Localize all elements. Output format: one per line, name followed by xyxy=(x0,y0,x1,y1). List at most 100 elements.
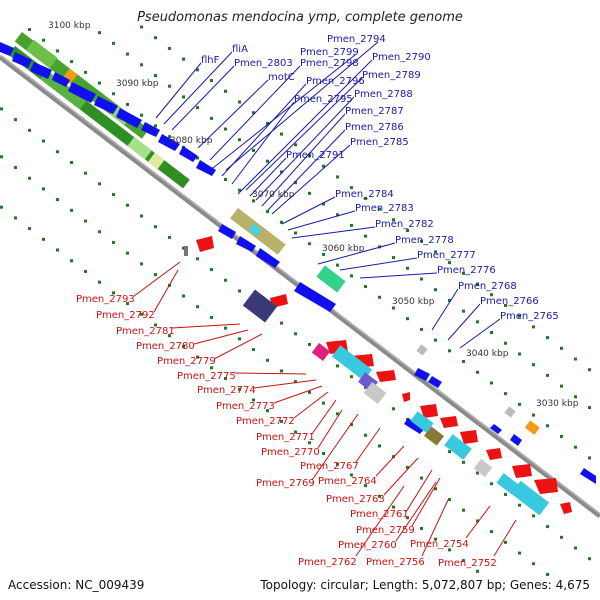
tick-mark xyxy=(532,413,535,417)
gene-label[interactable]: Pmen_2766 xyxy=(480,296,539,307)
tick-mark xyxy=(0,155,3,159)
gene-label[interactable]: Pmen_2774 xyxy=(197,385,256,396)
tick-mark xyxy=(574,357,577,361)
gene-label[interactable]: flhF xyxy=(201,55,220,66)
gene-label[interactable]: Pmen_2783 xyxy=(355,203,414,214)
tick-mark xyxy=(364,285,367,289)
tick-mark xyxy=(196,156,199,160)
gene-label[interactable]: Pmen_2792 xyxy=(96,310,155,321)
tick-mark xyxy=(28,176,31,180)
tick-mark xyxy=(462,460,465,464)
gene-label[interactable]: Pmen_2803 xyxy=(234,58,293,69)
gene-label[interactable]: Pmen_2754 xyxy=(410,539,469,550)
tick-mark xyxy=(448,450,451,454)
tick-mark xyxy=(588,456,591,460)
tick-mark xyxy=(420,239,423,243)
gene-label[interactable]: Pmen_2771 xyxy=(256,432,315,443)
gene-label[interactable]: Pmen_2795 xyxy=(294,94,353,105)
gene-label[interactable]: Pmen_2785 xyxy=(350,137,409,148)
gene-label[interactable]: Pmen_2790 xyxy=(372,52,431,63)
gene-label[interactable]: Pmen_2778 xyxy=(395,235,454,246)
tick-mark xyxy=(252,398,255,402)
tick-mark xyxy=(392,218,395,222)
gene-label[interactable]: fliA xyxy=(232,44,248,55)
gene-label[interactable]: Pmen_2769 xyxy=(256,478,315,489)
tick-mark xyxy=(210,116,213,120)
gene-label[interactable]: Pmen_2756 xyxy=(366,557,425,568)
tick-mark xyxy=(518,551,521,555)
gene-label[interactable]: Pmen_2752 xyxy=(438,558,497,569)
tick-mark xyxy=(546,572,549,576)
tick-mark xyxy=(392,306,395,310)
gene-label[interactable]: Pmen_2799 xyxy=(300,47,359,58)
gene-label[interactable]: Pmen_2767 xyxy=(300,461,359,472)
gene-label[interactable]: Pmen_2781 xyxy=(116,326,175,337)
tick-mark xyxy=(98,230,101,234)
tick-mark xyxy=(448,261,451,265)
gene-label[interactable]: Pmen_2796 xyxy=(306,76,365,87)
gene-label[interactable]: Pmen_2787 xyxy=(345,106,404,117)
tick-mark xyxy=(294,332,297,336)
gene-label[interactable]: Pmen_2780 xyxy=(136,341,195,352)
gene-label[interactable]: Pmen_2784 xyxy=(335,189,394,200)
gene-label[interactable]: Pmen_2762 xyxy=(298,557,357,568)
gene-label[interactable]: Pmen_2782 xyxy=(375,219,434,230)
gene-label[interactable]: Pmen_2759 xyxy=(356,525,415,536)
tick-mark xyxy=(98,182,101,186)
gene-label[interactable]: Pmen_2770 xyxy=(261,447,320,458)
tick-mark xyxy=(280,220,283,224)
accession-label: Accession: NC_009439 xyxy=(8,578,145,592)
tick-mark xyxy=(280,170,283,174)
gene-label[interactable]: Pmen_2764 xyxy=(318,476,377,487)
tick-mark xyxy=(154,124,157,128)
tick-mark xyxy=(364,234,367,238)
tick-mark xyxy=(490,293,493,297)
gene-label[interactable]: Pmen_2788 xyxy=(354,89,413,100)
gene-label[interactable]: Pmen_2775 xyxy=(177,371,236,382)
tick-mark xyxy=(546,336,549,340)
gene-label[interactable]: Pmen_2760 xyxy=(338,540,397,551)
tick-mark xyxy=(168,334,171,338)
tick-mark xyxy=(476,282,479,286)
gene-label[interactable]: Pmen_2763 xyxy=(326,494,385,505)
tick-mark xyxy=(70,160,73,164)
gene-label[interactable]: Pmen_2761 xyxy=(350,509,409,520)
gene-label[interactable]: Pmen_2779 xyxy=(157,356,216,367)
gene-label[interactable]: Pmen_2791 xyxy=(286,150,345,161)
tick-mark xyxy=(112,92,115,96)
tick-mark xyxy=(154,323,157,327)
gene-label[interactable]: Pmen_2772 xyxy=(236,416,295,427)
tick-mark xyxy=(294,380,297,384)
gene-label[interactable]: Pmen_2776 xyxy=(437,265,496,276)
gene-label[interactable]: Pmen_2768 xyxy=(458,281,517,292)
gene-label[interactable]: motC xyxy=(268,72,295,83)
tick-mark xyxy=(518,314,521,318)
gene-label[interactable]: Pmen_2794 xyxy=(327,34,386,45)
gene-label[interactable]: Pmen_2777 xyxy=(417,250,476,261)
tick-mark xyxy=(252,148,255,152)
tick-mark xyxy=(378,295,381,299)
tick-mark xyxy=(560,384,563,388)
tick-mark xyxy=(140,113,143,117)
tick-mark xyxy=(322,401,325,405)
tick-mark xyxy=(378,444,381,448)
gene-label[interactable]: Pmen_2798 xyxy=(300,58,359,69)
gene-label[interactable]: Pmen_2773 xyxy=(216,401,275,412)
tick-mark xyxy=(546,525,549,529)
tick-mark xyxy=(434,487,437,491)
tick-mark xyxy=(42,237,45,241)
tick-mark xyxy=(574,546,577,550)
gene-label[interactable]: Pmen_2786 xyxy=(345,122,404,133)
tick-mark xyxy=(504,392,507,396)
tick-mark xyxy=(434,338,437,342)
tick-mark xyxy=(336,263,339,267)
tick-mark xyxy=(140,25,143,29)
tick-mark xyxy=(14,118,17,122)
tick-mark xyxy=(42,187,45,191)
tick-mark xyxy=(224,278,227,282)
gene-label[interactable]: Pmen_2789 xyxy=(362,70,421,81)
tick-mark xyxy=(392,407,395,411)
gene-label[interactable]: Pmen_2793 xyxy=(76,294,135,305)
tick-mark xyxy=(504,540,507,544)
gene-label[interactable]: Pmen_2765 xyxy=(500,311,559,322)
